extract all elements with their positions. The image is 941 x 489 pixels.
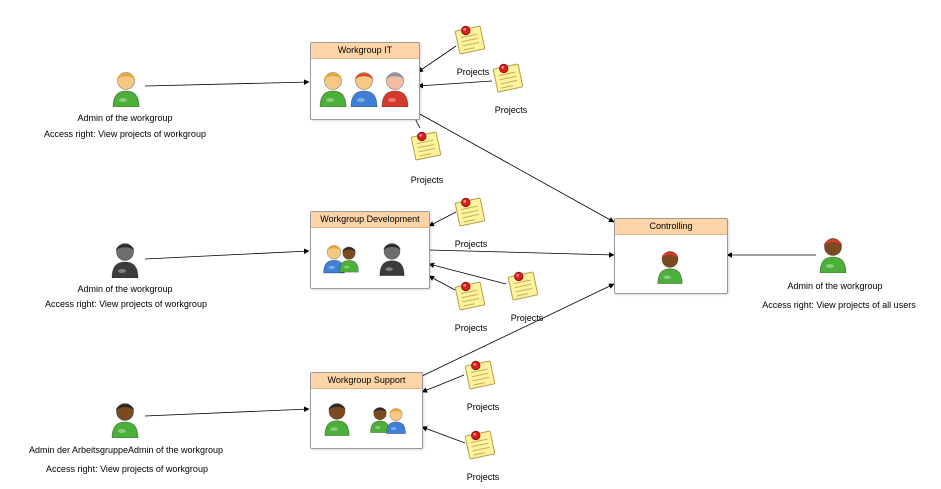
- user-icon: [338, 242, 360, 273]
- admin-controlling-user-icon: [818, 233, 848, 273]
- arrow-project-sup-1: [421, 374, 465, 393]
- admin-development-user-icon: [110, 238, 140, 278]
- project-note-icon: [452, 22, 488, 58]
- workgroup-development-box[interactable]: Workgroup Development: [310, 211, 430, 289]
- arrow-project-dev-1: [428, 211, 457, 227]
- workgroup-support-box[interactable]: Workgroup Support: [310, 372, 423, 449]
- user-icon: [323, 397, 351, 437]
- connectors: [144, 45, 816, 444]
- project-note-icon: [408, 128, 444, 164]
- projects-label-it-2: Projects: [494, 105, 528, 115]
- user-icon: [378, 238, 406, 276]
- arrow-admin-it: [144, 79, 310, 87]
- user-icon: [656, 245, 684, 285]
- admin-controlling-role: Admin of the workgroup: [787, 281, 883, 291]
- admin-development-access: Access right: View projects of workgroup: [45, 299, 207, 309]
- controlling-title: Controlling: [615, 219, 727, 235]
- arrow-project-it-1: [417, 45, 457, 73]
- project-note-icon: [452, 278, 488, 314]
- project-note-icon: [490, 60, 526, 96]
- arrow-project-dev-2: [428, 262, 507, 285]
- admin-it-access: Access right: View projects of workgroup: [44, 129, 206, 139]
- user-icon: [380, 67, 410, 107]
- projects-label-dev-1: Projects: [454, 239, 488, 249]
- arrow-support-controlling: [421, 283, 615, 377]
- arrow-project-sup-2: [421, 426, 466, 444]
- arrow-project-it-2: [417, 80, 493, 89]
- admin-support-user-icon: [110, 398, 140, 438]
- project-note-icon: [505, 268, 541, 304]
- workgroup-it-title: Workgroup IT: [311, 43, 419, 59]
- user-icon: [318, 67, 348, 107]
- user-icon: [349, 67, 379, 107]
- projects-label-sup-2: Projects: [466, 472, 500, 482]
- admin-controlling-access: Access right: View projects of all users: [762, 300, 916, 310]
- arrow-project-dev-3: [428, 275, 456, 291]
- workgroup-it-box[interactable]: Workgroup IT: [310, 42, 420, 120]
- project-note-icon: [452, 194, 488, 230]
- admin-support-role: Admin der ArbeitsgruppeAdmin of the work…: [28, 445, 224, 455]
- project-note-icon: [462, 427, 498, 463]
- workgroup-development-title: Workgroup Development: [311, 212, 429, 228]
- projects-label-it-3: Projects: [410, 175, 444, 185]
- admin-it-user-icon: [111, 67, 141, 107]
- arrow-admin-dev: [144, 248, 310, 260]
- admin-development-role: Admin of the workgroup: [77, 284, 173, 294]
- project-note-icon: [462, 357, 498, 393]
- arrow-dev-controlling: [428, 249, 615, 258]
- projects-label-dev-2: Projects: [510, 313, 544, 323]
- arrow-it-controlling: [417, 112, 615, 223]
- projects-label-dev-3: Projects: [454, 323, 488, 333]
- user-icon: [385, 404, 407, 434]
- admin-it-role: Admin of the workgroup: [77, 113, 173, 123]
- workgroup-support-title: Workgroup Support: [311, 373, 422, 389]
- projects-label-sup-1: Projects: [466, 402, 500, 412]
- arrow-admin-support: [144, 406, 310, 417]
- projects-label-it-1: Projects: [456, 67, 490, 77]
- controlling-box[interactable]: Controlling: [614, 218, 728, 294]
- admin-support-access: Access right: View projects of workgroup: [46, 464, 208, 474]
